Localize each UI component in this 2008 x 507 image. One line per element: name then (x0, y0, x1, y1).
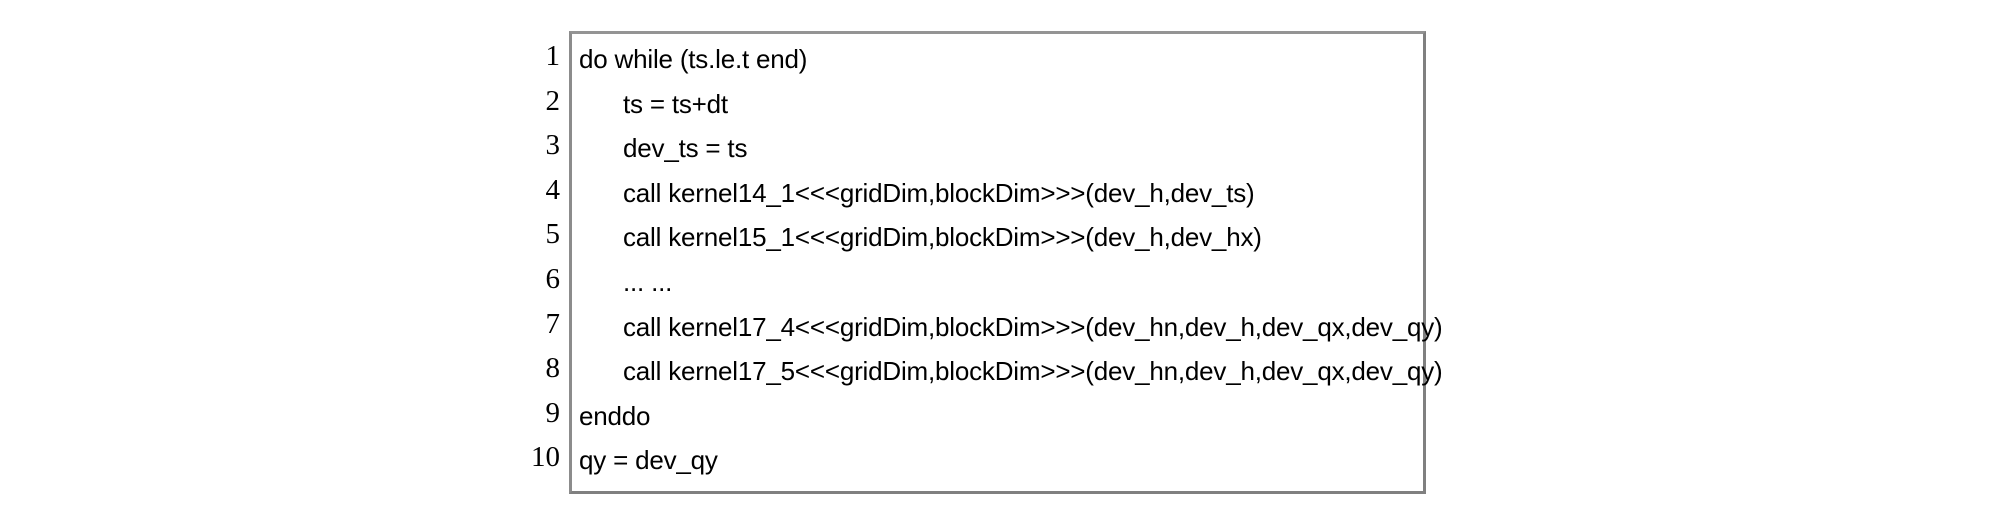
line-number-gutter: 1 2 3 4 5 6 7 8 9 10 (515, 31, 569, 494)
code-box: do while (ts.le.t end) ts = ts+dt dev_ts… (569, 31, 1443, 494)
code-line: qy = dev_qy (579, 445, 718, 476)
line-number: 4 (545, 173, 561, 206)
line-number: 7 (545, 307, 561, 340)
code-line: call kernel17_5<<<gridDim,blockDim>>>(de… (623, 356, 1443, 387)
code-line: ... ... (623, 266, 673, 297)
code-line: enddo (579, 400, 651, 431)
line-number: 1 (545, 40, 561, 72)
code-line: ts = ts+dt (623, 88, 728, 119)
code-line: do while (ts.le.t end) (579, 44, 808, 74)
line-number: 6 (545, 262, 561, 295)
line-number: 10 (531, 441, 560, 474)
line-number: 3 (545, 129, 561, 162)
code-line: call kernel15_1<<<gridDim,blockDim>>>(de… (623, 222, 1262, 253)
line-number: 8 (545, 352, 561, 385)
code-listing: 1 2 3 4 5 6 7 8 9 10 do while (ts.le.t e… (515, 31, 1443, 494)
line-number: 5 (545, 218, 561, 251)
code-line: dev_ts = ts (623, 133, 748, 164)
line-number: 9 (545, 396, 561, 429)
code-line: call kernel14_1<<<gridDim,blockDim>>>(de… (623, 177, 1255, 208)
line-number: 2 (545, 84, 561, 117)
code-line: call kernel17_4<<<gridDim,blockDim>>>(de… (623, 311, 1443, 342)
